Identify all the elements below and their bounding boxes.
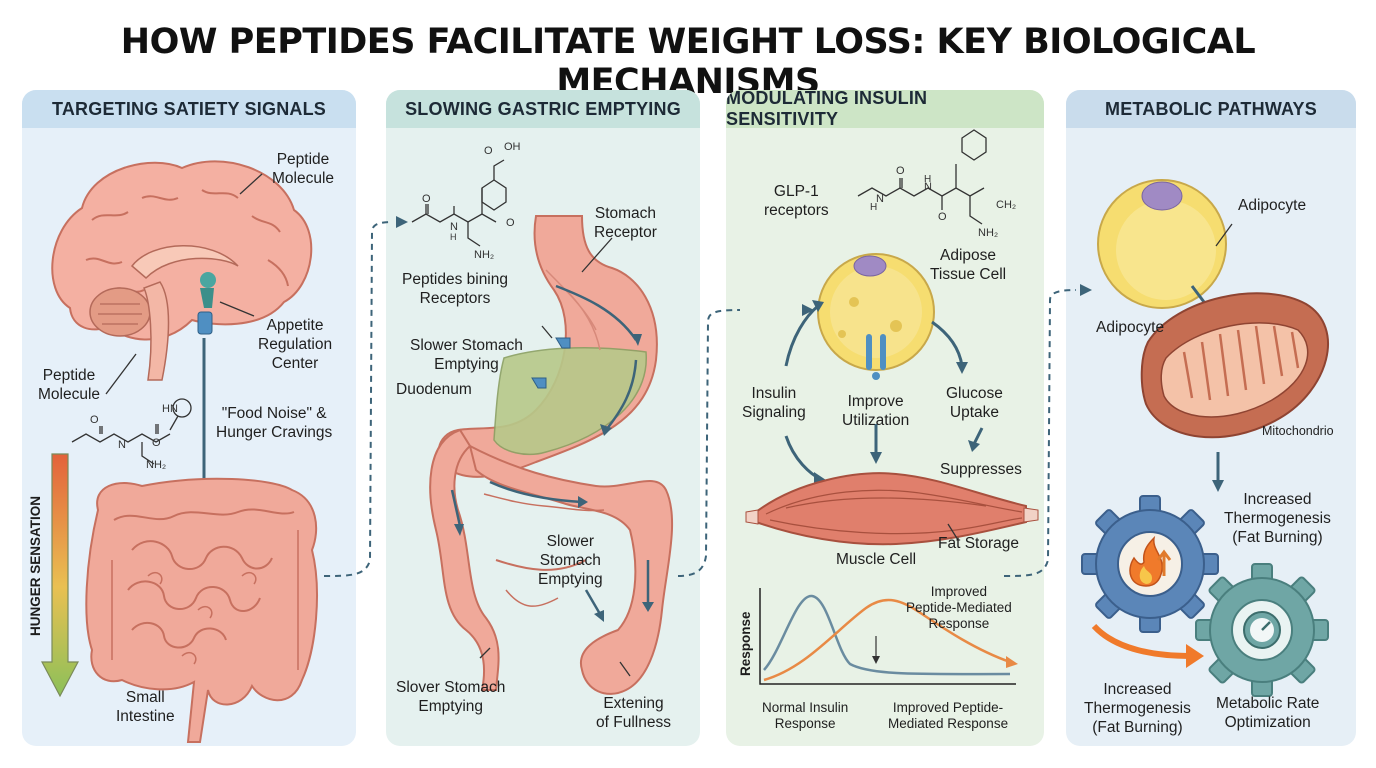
adipocyte-icon bbox=[1097, 179, 1227, 309]
atom-label: O bbox=[152, 437, 161, 449]
label-adipocyte-1: Adipocyte bbox=[1238, 197, 1307, 214]
atom-label: OH bbox=[504, 141, 521, 153]
atom-label: O bbox=[422, 193, 431, 205]
label-food-noise: "Food Noise" &Hunger Cravings bbox=[216, 405, 333, 441]
label-adipocyte-2: Adipocyte bbox=[1096, 319, 1165, 336]
label-muscle-cell: Muscle Cell bbox=[836, 551, 917, 568]
atom-label: O bbox=[506, 217, 515, 229]
panel-header: TARGETING SATIETY SIGNALS bbox=[22, 90, 356, 128]
atom-label: NH₂ bbox=[474, 249, 494, 261]
atom-label: O bbox=[938, 211, 947, 223]
curve-improved-response bbox=[763, 598, 1011, 682]
panel-header: METABOLIC PATHWAYS bbox=[1066, 90, 1356, 128]
brain-icon bbox=[51, 160, 313, 381]
gauge-icon bbox=[1243, 611, 1281, 649]
panel-header: MODULATING INSULIN SENSITIVITY bbox=[726, 90, 1044, 129]
label-fat-storage: Fat Storage bbox=[938, 535, 1019, 552]
adipose-cell-icon bbox=[817, 253, 935, 380]
peptide-molecule-icon bbox=[71, 398, 192, 465]
gear-icon bbox=[1195, 563, 1329, 697]
atom-label: N bbox=[876, 193, 884, 205]
atom-label: NH₂ bbox=[146, 459, 166, 471]
satiety-illustration: O N HN O NH₂ bbox=[41, 160, 318, 743]
gastric-illustration: OH O O N H O NH₂ bbox=[411, 141, 674, 695]
panel-gastric: SLOWING GASTRIC EMPTYING OH O O N H O NH… bbox=[386, 90, 700, 746]
peptide-molecule-icon bbox=[857, 129, 987, 225]
atom-label: H bbox=[924, 174, 931, 185]
atom-label: HN bbox=[162, 403, 178, 415]
flame-icon bbox=[1129, 535, 1172, 587]
atom-label: N bbox=[450, 221, 458, 233]
receptor-icon bbox=[531, 325, 571, 389]
label-duodenum: Duodenum bbox=[396, 381, 472, 398]
chart-axes bbox=[759, 588, 1016, 685]
atom-label: NH₂ bbox=[978, 227, 998, 239]
peptide-molecule-icon bbox=[411, 159, 507, 247]
label-improved-bottom: Improved Peptide-Mediated Response bbox=[888, 700, 1009, 731]
intestine-icon bbox=[429, 428, 674, 695]
mitochondria-icon bbox=[1140, 292, 1330, 439]
stomach-icon bbox=[437, 215, 658, 478]
atom-label: N bbox=[118, 439, 126, 451]
response-chart bbox=[759, 588, 1018, 685]
atom-label: O bbox=[90, 414, 99, 426]
atom-label: O bbox=[896, 165, 905, 177]
panel-satiety: TARGETING SATIETY SIGNALS O N bbox=[22, 90, 356, 746]
hunger-gradient-arrow bbox=[41, 453, 79, 698]
atom-label: H bbox=[450, 232, 457, 242]
panel-metabolic: METABOLIC PATHWAYS bbox=[1066, 90, 1356, 746]
axis-label-response: Response bbox=[738, 611, 753, 676]
page-title: HOW PEPTIDES FACILITATE WEIGHT LOSS: KEY… bbox=[120, 22, 1256, 102]
panel-header: SLOWING GASTRIC EMPTYING bbox=[386, 90, 700, 128]
label-hunger-sensation: HUNGER SENSATION bbox=[28, 495, 43, 636]
insulin-illustration: H N O N H O CH₂ NH₂ bbox=[745, 129, 1039, 685]
atom-label: N bbox=[924, 181, 932, 193]
panel-insulin: MODULATING INSULIN SENSITIVITY H N O N H… bbox=[726, 90, 1044, 746]
metabolic-illustration bbox=[1081, 179, 1330, 697]
atom-label: H bbox=[870, 202, 877, 213]
label-suppresses: Suppresses bbox=[940, 461, 1022, 478]
intestine-icon bbox=[85, 477, 318, 743]
atom-label: CH₂ bbox=[996, 199, 1016, 211]
atom-label: O bbox=[484, 145, 493, 157]
label-mitochondria: Mitochondrio bbox=[1262, 424, 1334, 438]
